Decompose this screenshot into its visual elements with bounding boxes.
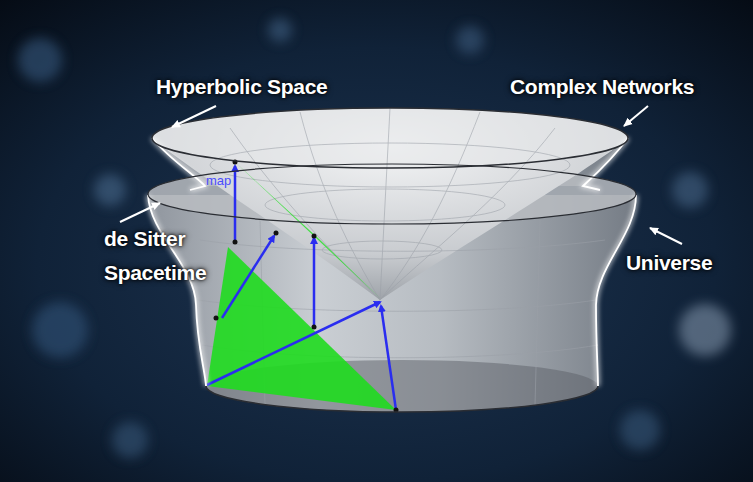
region-label: Hyperbolic Space <box>156 74 327 100</box>
region-label: Complex Networks <box>510 74 694 100</box>
region-label: Universe <box>626 250 712 276</box>
region-label: de Sitter Spacetime <box>104 222 214 290</box>
arrow-label: map <box>206 173 231 188</box>
